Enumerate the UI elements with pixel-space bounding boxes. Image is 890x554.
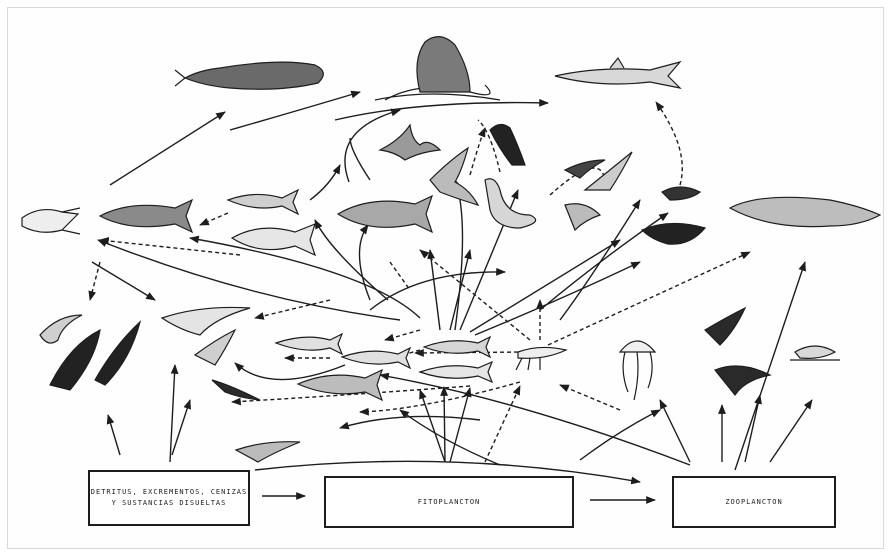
arrow	[350, 138, 370, 180]
squid-icon	[22, 208, 80, 234]
arrow	[420, 250, 530, 340]
arrow	[255, 300, 330, 318]
gull-left-icon	[40, 315, 82, 343]
sperm-whale-icon	[175, 62, 323, 89]
arrow	[108, 415, 120, 455]
arrow	[385, 330, 420, 340]
arrow	[400, 410, 500, 465]
sardine-icon	[424, 337, 490, 357]
arrow	[470, 240, 620, 332]
arrow	[390, 262, 410, 290]
anchovy-a-icon	[276, 334, 342, 354]
arrows	[92, 92, 812, 500]
arrow	[110, 112, 225, 185]
detritus-line-1: DETRITUS, EXCREMENTOS, CENIZAS	[91, 487, 247, 498]
cormorant-icon	[490, 124, 525, 165]
arrow	[470, 128, 485, 175]
arrow	[370, 272, 505, 310]
shark-icon	[555, 58, 680, 88]
arrow	[485, 386, 520, 462]
tuna-left-icon	[100, 200, 192, 232]
anchovy-b-icon	[342, 348, 410, 368]
arrow	[315, 220, 388, 300]
petrel-dark-icon	[212, 380, 260, 400]
arrow	[660, 400, 690, 462]
arrow	[735, 262, 805, 470]
detritus-line-2: Y SUSTANCIAS DISUELTAS	[91, 498, 247, 509]
arrow	[656, 102, 682, 185]
arrow	[92, 262, 155, 300]
terns-icon	[565, 152, 632, 230]
zooplancton-label: ZOOPLANCTON	[725, 497, 782, 508]
dashed-arrows	[90, 102, 750, 462]
seabird-low-icon	[236, 442, 300, 462]
fitoplancton-box: FITOPLANCTON	[324, 476, 574, 528]
fitoplancton-label: FITOPLANCTON	[418, 497, 481, 508]
shearwaters-icon	[705, 308, 770, 395]
arrow	[770, 400, 812, 462]
arrow	[335, 103, 548, 120]
duck-icon	[790, 346, 840, 360]
albatross-icon	[430, 148, 478, 205]
arrow	[745, 395, 760, 462]
anchovy-c-icon	[420, 362, 492, 382]
arrow	[580, 410, 660, 460]
detritus-box: DETRITUS, EXCREMENTOS, CENIZAS Y SUSTANC…	[88, 470, 250, 526]
penguin-icon	[642, 223, 705, 244]
arrow	[560, 385, 620, 410]
arrow	[200, 213, 228, 225]
arrow	[230, 92, 360, 130]
tuna-center-icon	[338, 196, 432, 232]
pelican-icon	[485, 179, 536, 228]
arrow	[100, 240, 240, 255]
organisms	[22, 37, 880, 462]
seal-dark-icon	[50, 322, 140, 390]
arrow	[310, 165, 340, 200]
sea-lion-icon	[375, 37, 500, 100]
penguin-small-icon	[662, 187, 700, 200]
arrow	[90, 262, 100, 300]
zooplancton-box: ZOOPLANCTON	[672, 476, 836, 528]
krill-icon	[516, 347, 566, 370]
arrow	[444, 387, 445, 462]
jellyfish-icon	[620, 341, 655, 400]
arrow	[475, 262, 640, 335]
arrow	[360, 382, 520, 412]
blue-whale-icon	[730, 197, 880, 226]
arrow	[172, 400, 190, 455]
gull-flying-icon	[380, 125, 440, 160]
bream-icon	[232, 224, 315, 255]
arrow	[359, 225, 370, 300]
albatross-group-icon	[162, 307, 250, 365]
small-fish-a-icon	[228, 190, 298, 214]
